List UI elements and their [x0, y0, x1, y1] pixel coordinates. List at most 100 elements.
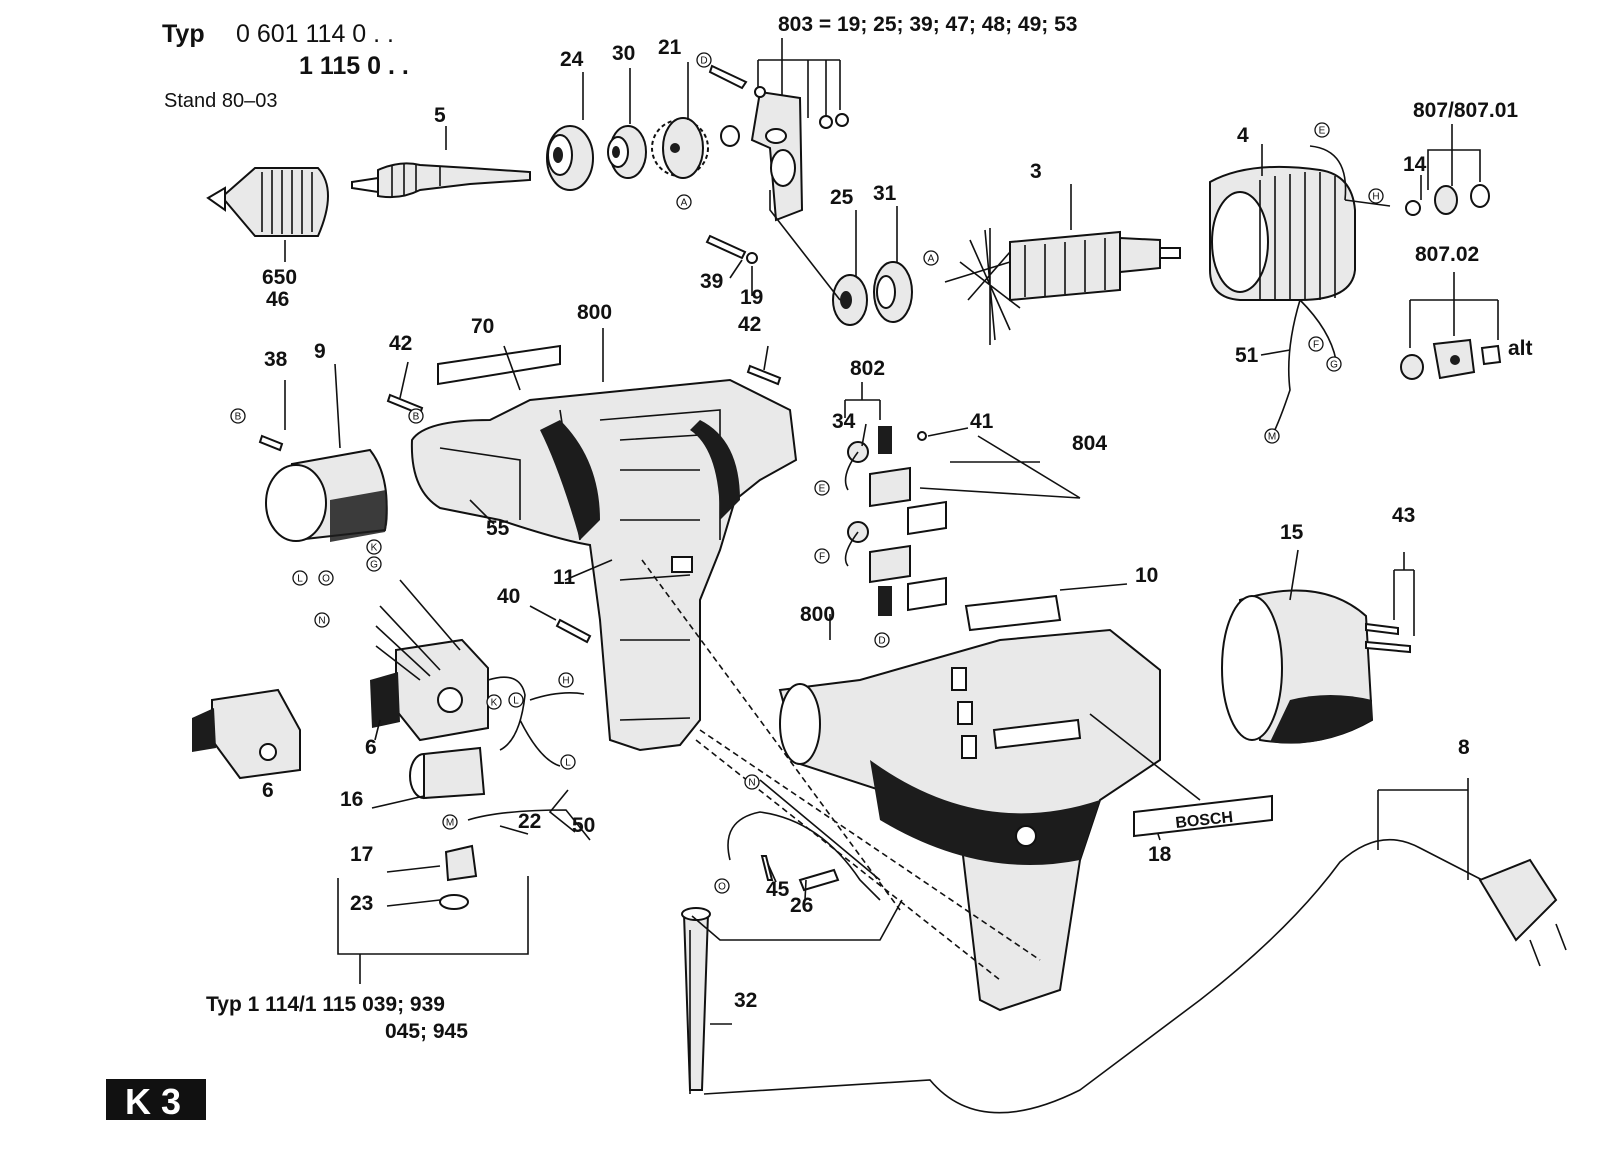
- footer-typ-line-2: 045; 945: [385, 1020, 468, 1043]
- part-number-25: 25: [830, 186, 854, 209]
- connector-letter: O: [322, 574, 330, 585]
- armature-3: [944, 228, 1181, 345]
- part-number-4: 4: [1237, 124, 1249, 147]
- bracket-typ-footer: [337, 876, 529, 984]
- part-number-23: 23: [350, 892, 373, 915]
- part-number-6: 6: [365, 736, 377, 759]
- handle-32: [681, 907, 711, 1091]
- connector-letter: D: [878, 636, 885, 647]
- connector-marker-e: E: [814, 480, 830, 496]
- connector-letter: G: [1330, 360, 1338, 371]
- washer-14: [1405, 200, 1421, 216]
- part-number-650: 650: [262, 266, 297, 289]
- part-number-30: 30: [612, 42, 635, 65]
- connector-letter: A: [928, 254, 935, 265]
- connector-letter: L: [565, 758, 571, 769]
- bracket-807: [1427, 124, 1481, 190]
- screw-40: [555, 618, 592, 644]
- plug-8: [1478, 858, 1567, 967]
- part-number-10: 10: [1135, 564, 1158, 587]
- sheet-badge-text: K 3: [125, 1081, 181, 1122]
- connector-letter: N: [748, 778, 755, 789]
- part-number-6: 6: [262, 779, 274, 802]
- part-number-43: 43: [1392, 504, 1415, 527]
- connector-marker-h: H: [558, 672, 574, 688]
- connector-letter: F: [1313, 340, 1319, 351]
- connector-marker-a: A: [923, 250, 939, 266]
- ball-bearing-31: [873, 261, 913, 323]
- connector-marker-n: N: [744, 774, 760, 790]
- cord-clamp-26: [798, 868, 840, 892]
- screw-45: [760, 855, 774, 881]
- washer-19: [746, 252, 758, 264]
- bracket-807-02: [1409, 272, 1499, 348]
- part-number-11: 11: [553, 566, 576, 589]
- group-803-label: 803 = 19; 25; 39; 47; 48; 49; 53: [778, 13, 1077, 36]
- screw-43-a: [1365, 622, 1399, 636]
- connector-letter: E: [1319, 126, 1326, 137]
- connector-letter: M: [1268, 432, 1276, 443]
- connector-marker-o: O: [318, 570, 334, 586]
- part-number-24: 24: [560, 48, 584, 71]
- footer-typ-line-1: Typ 1 114/1 115 039; 939: [206, 993, 445, 1016]
- connector-marker-g: G: [366, 556, 382, 572]
- part-number-807-807-01: 807/807.01: [1413, 99, 1518, 122]
- bearing-807: [1434, 184, 1490, 215]
- part-number-18: 18: [1148, 843, 1172, 866]
- bracket-43: [1393, 552, 1415, 636]
- part-number-19: 19: [740, 286, 763, 309]
- connector-letter: H: [1372, 192, 1379, 203]
- connector-letter: M: [446, 818, 454, 829]
- spindle: [351, 162, 531, 199]
- bracket-802: [844, 382, 881, 420]
- leaders-switch: [375, 579, 461, 681]
- connector-marker-a: A: [676, 194, 692, 210]
- part-number-70: 70: [471, 315, 494, 338]
- leader-25: [769, 190, 841, 301]
- part-number-40: 40: [497, 585, 520, 608]
- leader-lines: [284, 62, 1422, 1025]
- connector-letter: O: [718, 882, 726, 893]
- connector-letter: G: [370, 560, 378, 571]
- screw-39: [705, 234, 747, 260]
- part-number-26: 26: [790, 894, 813, 917]
- bracket-803: [757, 38, 841, 118]
- part-number-31: 31: [873, 182, 897, 205]
- typ-line-1: 0 601 114 0 . .: [236, 20, 394, 48]
- label-plate-70: [437, 344, 561, 386]
- part-number-14: 14: [1403, 153, 1427, 176]
- connector-marker-m: M: [442, 814, 458, 830]
- suppressor-17: [439, 844, 478, 910]
- stand-date: Stand 80–03: [164, 90, 277, 112]
- gear-housing-800: [410, 378, 798, 752]
- sleeve-9: [265, 448, 388, 542]
- part-number-alt: alt: [1508, 337, 1533, 360]
- ball-bearing-25: [832, 274, 868, 326]
- connector-marker-k: K: [486, 694, 502, 710]
- connector-marker-l: L: [292, 570, 308, 586]
- part-number-8: 8: [1458, 736, 1470, 759]
- part-number-3: 3: [1030, 160, 1042, 183]
- part-number-41: 41: [970, 410, 994, 433]
- part-number-9: 9: [314, 340, 326, 363]
- gear-21: [651, 117, 709, 179]
- connector-marker-h: H: [1368, 188, 1384, 204]
- connector-letter: F: [819, 552, 825, 563]
- connector-marker-k: K: [366, 539, 382, 555]
- bracket-804: [919, 435, 1081, 499]
- part-number-5: 5: [434, 104, 446, 127]
- nameplate-text: BOSCH: [1175, 809, 1234, 832]
- leader-handle: [689, 899, 903, 1094]
- part-number-802: 802: [850, 357, 885, 380]
- connector-marker-l: L: [560, 754, 576, 770]
- part-number-50: 50: [572, 814, 595, 837]
- part-number-42: 42: [738, 313, 761, 336]
- part-number-804: 804: [1072, 432, 1107, 455]
- screw-38: [258, 434, 284, 452]
- connector-marker-b: B: [408, 408, 424, 424]
- connector-letter: K: [371, 543, 378, 554]
- part-number-32: 32: [734, 989, 757, 1012]
- connector-letter: B: [235, 412, 242, 423]
- motor-housing-800: [778, 594, 1161, 1012]
- part-number-42: 42: [389, 332, 412, 355]
